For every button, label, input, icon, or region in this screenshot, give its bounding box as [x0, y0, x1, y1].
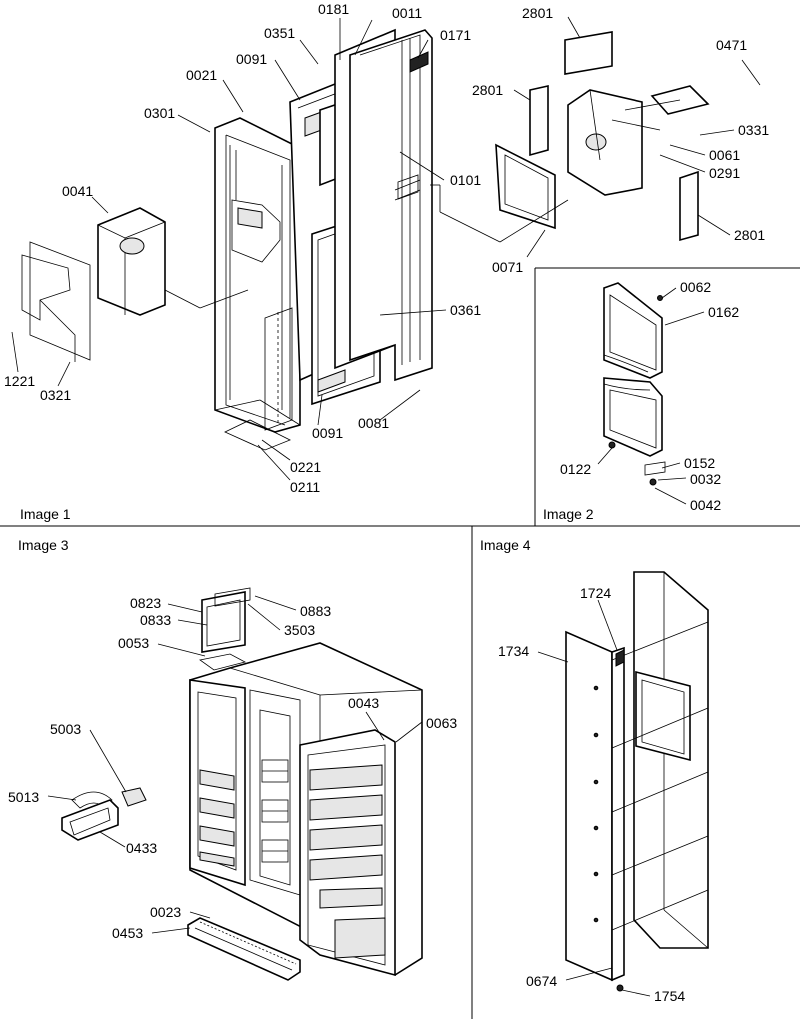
leader-lines	[11, 16, 761, 997]
image-3-caption: Image 3	[18, 537, 69, 553]
part-label: 1221	[4, 373, 35, 389]
part-label: 0301	[144, 105, 175, 121]
part-label: 0351	[264, 25, 295, 41]
right-door-bins	[309, 764, 386, 959]
part-label: 0091	[312, 425, 343, 441]
part-label: 0081	[358, 415, 389, 431]
part-label: 0453	[112, 925, 143, 941]
liner-frame	[214, 117, 301, 451]
part-label: 0021	[186, 67, 217, 83]
part-label: 0162	[708, 304, 739, 320]
dispenser-housing	[21, 207, 249, 362]
part-label: 0883	[300, 603, 331, 619]
image-2-drawing	[603, 282, 666, 486]
part-label: 0023	[150, 904, 181, 920]
part-label: 3503	[284, 622, 315, 638]
part-label: 0331	[738, 122, 769, 138]
part-label: 0043	[348, 695, 379, 711]
part-label: 0063	[426, 715, 457, 731]
door-panel	[334, 28, 433, 382]
part-label: 0042	[690, 497, 721, 513]
part-label: 5003	[50, 721, 81, 737]
image-1-caption: Image 1	[20, 506, 71, 522]
part-label: 1734	[498, 643, 529, 659]
part-label: 0471	[716, 37, 747, 53]
part-label: 0091	[236, 51, 267, 67]
part-label: 0221	[290, 459, 321, 475]
left-door-bins	[199, 769, 235, 867]
part-label: 0061	[709, 147, 740, 163]
part-label: 5013	[8, 789, 39, 805]
part-label: 0041	[62, 183, 93, 199]
part-label: 0062	[680, 279, 711, 295]
part-labels: 0011 0181 0171 0351 0091 0021 0301 0041 …	[4, 1, 769, 1004]
evaporator-assembly	[430, 31, 710, 243]
part-label: 1724	[580, 585, 611, 601]
part-label: 2801	[522, 5, 553, 21]
part-label: 0101	[450, 172, 481, 188]
part-label: 2801	[472, 82, 503, 98]
image-3-drawing	[61, 587, 423, 981]
center-shelves	[261, 759, 289, 863]
image-4-drawing	[565, 571, 709, 992]
part-label: 0122	[560, 461, 591, 477]
part-label: 0211	[290, 479, 320, 495]
part-label: 0361	[450, 302, 481, 318]
part-label: 2801	[734, 227, 765, 243]
part-label: 0433	[126, 840, 157, 856]
part-label: 0032	[690, 471, 721, 487]
part-label: 0011	[392, 5, 422, 21]
image-2-caption: Image 2	[543, 506, 594, 522]
part-label: 0181	[318, 1, 349, 17]
part-label: 0321	[40, 387, 71, 403]
part-label: 1754	[654, 988, 685, 1004]
part-label: 0291	[709, 165, 740, 181]
part-label: 0071	[492, 259, 523, 275]
part-label: 0053	[118, 635, 149, 651]
part-label: 0823	[130, 595, 161, 611]
part-label: 0674	[526, 973, 557, 989]
part-label: 0152	[684, 455, 715, 471]
part-label: 0171	[440, 27, 471, 43]
part-label: 0833	[140, 612, 171, 628]
image-1-drawing	[21, 28, 710, 451]
image-4-caption: Image 4	[480, 537, 531, 553]
panel-dividers	[0, 267, 800, 1019]
